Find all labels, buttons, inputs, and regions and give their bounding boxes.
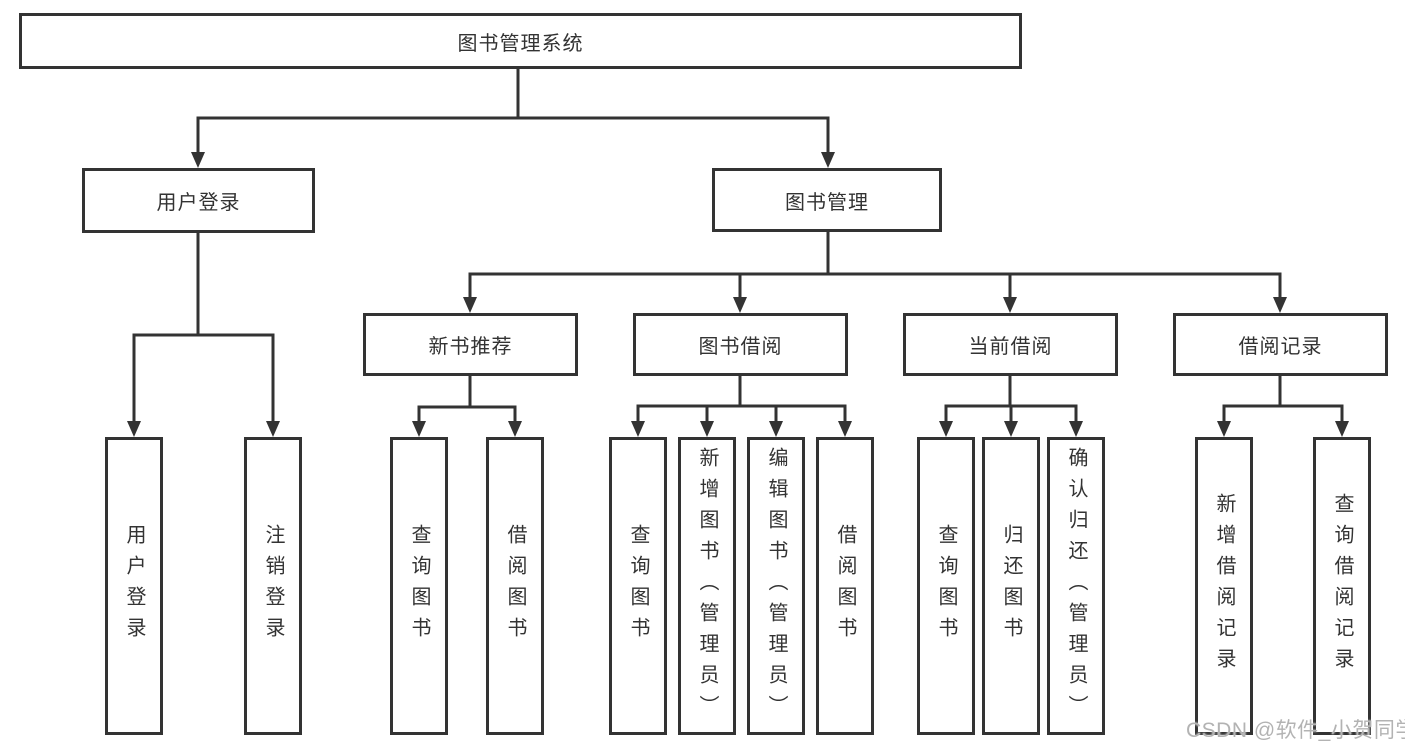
leaf-borrow-books-label: 借阅图书 [834,524,856,648]
node-root-label: 图书管理系统 [457,32,584,55]
leaf-query-borrow-record-label: 查询借阅记录 [1331,493,1353,679]
leaf-edit-book-admin-label: 编辑图书（管理员） [765,446,787,726]
leaf-query-borrow-record: 查询借阅记录 [1313,437,1371,735]
leaf-add-borrow-record-label: 新增借阅记录 [1213,493,1235,679]
node-book-borrow-label: 图书借阅 [698,336,783,358]
node-book-management: 图书管理 [712,168,942,232]
leaf-query-books-borrow-label: 查询图书 [627,524,649,648]
leaf-edit-book-admin: 编辑图书（管理员） [747,437,805,735]
node-borrow-records-label: 借阅记录 [1238,336,1323,358]
leaf-add-borrow-record: 新增借阅记录 [1195,437,1253,735]
leaf-logout: 注销登录 [244,437,302,735]
node-user-login: 用户登录 [82,168,315,233]
node-borrow-records: 借阅记录 [1173,313,1388,376]
leaf-borrow-books: 借阅图书 [816,437,874,735]
leaf-add-book-admin: 新增图书（管理员） [678,437,736,735]
node-root: 图书管理系统 [19,13,1022,69]
leaf-return-book: 归还图书 [982,437,1040,735]
leaf-borrow-books-recommend: 借阅图书 [486,437,544,735]
leaf-borrow-books-recommend-label: 借阅图书 [504,524,526,648]
leaf-query-books-recommend: 查询图书 [390,437,448,735]
leaf-confirm-return-admin: 确认归还（管理员） [1047,437,1105,735]
leaf-return-book-label: 归还图书 [1000,524,1022,648]
leaf-query-books-current-label: 查询图书 [935,524,957,648]
node-user-login-label: 用户登录 [156,192,241,214]
leaf-add-book-admin-label: 新增图书（管理员） [696,446,718,726]
leaf-user-login-label: 用户登录 [123,524,145,648]
leaf-query-books-recommend-label: 查询图书 [408,524,430,648]
watermark-text: CSDN @软件_小贺同学 [1186,719,1405,742]
node-current-borrow: 当前借阅 [903,313,1118,376]
leaf-query-books-borrow: 查询图书 [609,437,667,735]
leaf-logout-label: 注销登录 [262,524,284,648]
leaf-confirm-return-admin-label: 确认归还（管理员） [1065,446,1087,726]
node-new-book-recommend-label: 新书推荐 [428,336,513,358]
node-current-borrow-label: 当前借阅 [968,336,1053,358]
node-book-borrow: 图书借阅 [633,313,848,376]
node-new-book-recommend: 新书推荐 [363,313,578,376]
leaf-query-books-current: 查询图书 [917,437,975,735]
leaf-user-login: 用户登录 [105,437,163,735]
node-book-management-label: 图书管理 [785,191,869,214]
